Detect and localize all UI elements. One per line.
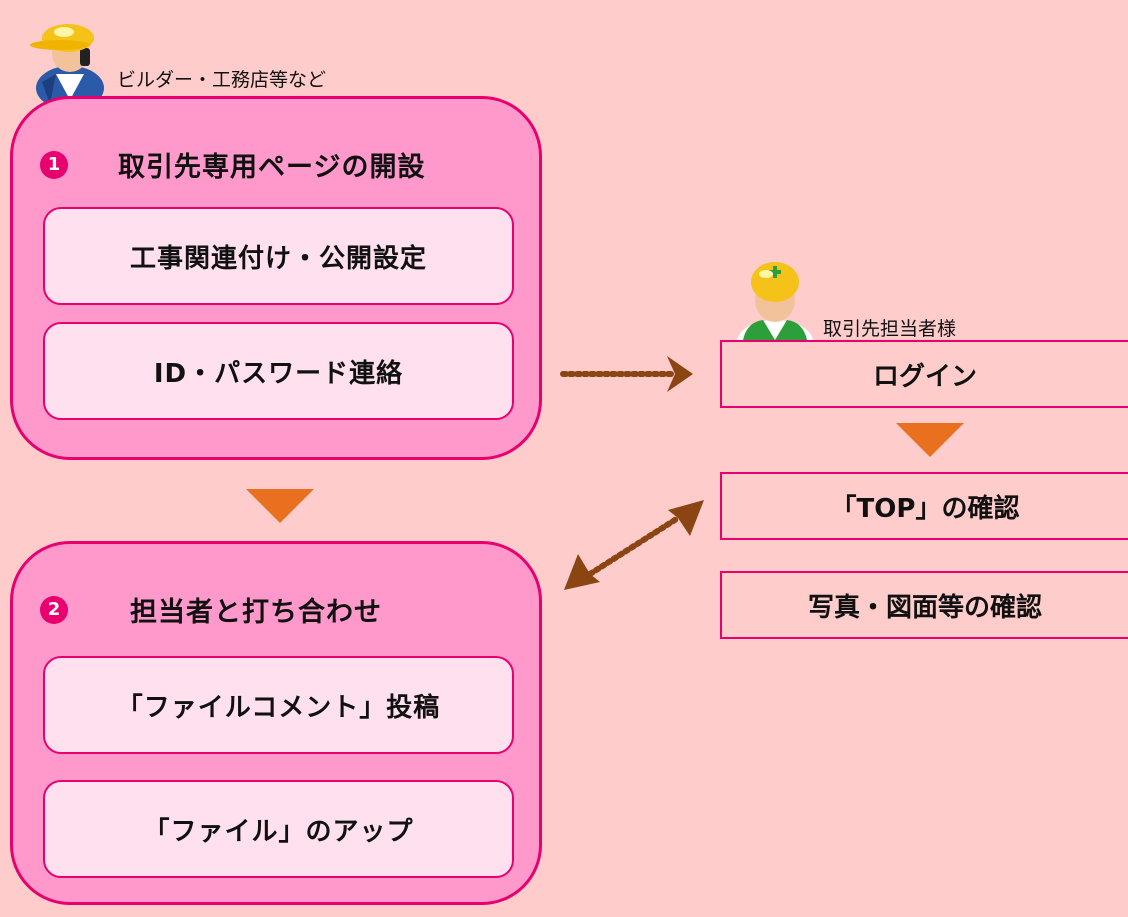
step2-header: 2 担当者と打ち合わせ [40,590,382,629]
step1-item-credentials: ID・パスワード連絡 [43,322,514,420]
step1-number: 1 [40,150,68,179]
photo-check-box: 写真・図面等の確認 [720,571,1128,639]
builder-label: ビルダー・工務店等など [117,69,327,91]
top-check-box: 「TOP」の確認 [720,472,1128,540]
worker-builder-icon [30,8,110,110]
step2-item-upload: 「ファイル」のアップ [43,780,514,878]
login-box: ログイン [720,340,1128,408]
step1-item-setup: 工事関連付け・公開設定 [43,207,514,305]
down-arrow-left [246,489,314,523]
dotted-double-arrow-icon [560,496,710,596]
step1-header: 1 取引先専用ページの開設 [40,145,425,184]
step2-title: 担当者と打ち合わせ [130,597,382,628]
client-label: 取引先担当者様 [823,318,957,340]
step2-item-comment: 「ファイルコメント」投稿 [43,656,514,754]
dotted-arrow-right-icon [555,352,705,396]
step1-title: 取引先専用ページの開設 [118,152,426,183]
down-arrow-right [896,423,964,457]
step2-number: 2 [40,595,68,624]
